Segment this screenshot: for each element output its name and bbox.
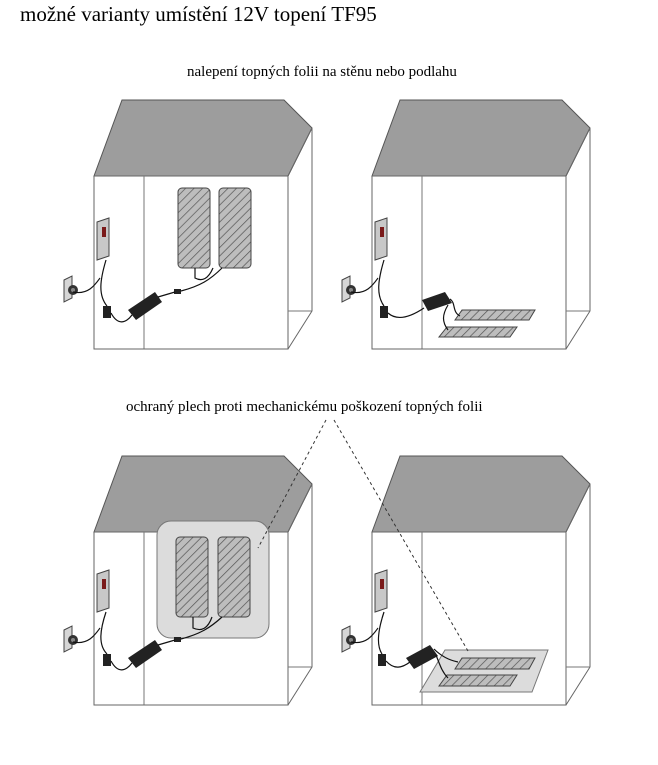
- wall-socket-icon: [341, 275, 357, 303]
- box-floor-with-plate: [341, 455, 591, 706]
- thermostat-icon: [96, 569, 110, 613]
- wall-socket-icon: [63, 275, 79, 303]
- protective-plate: [156, 520, 270, 639]
- box-wall-mounted: [63, 99, 313, 350]
- thermostat-icon: [374, 217, 388, 261]
- leader-lines: [257, 419, 469, 652]
- power-adapter-icon: [103, 637, 181, 668]
- caption-bottom: ochraný plech proti mechanickému poškoze…: [126, 399, 483, 415]
- box-floor-mounted: [341, 99, 591, 350]
- heating-foil-icon: [175, 536, 251, 618]
- heating-foil-icon: [438, 657, 536, 687]
- wall-socket-icon: [63, 625, 79, 653]
- box-wall-with-plate: [63, 455, 313, 706]
- power-adapter-icon: [378, 645, 438, 669]
- heating-foil-icon: [177, 187, 252, 269]
- thermostat-icon: [96, 217, 110, 261]
- thermostat-icon: [374, 569, 388, 613]
- power-adapter-icon: [380, 292, 452, 318]
- caption-top: nalepení topných folii na stěnu nebo pod…: [187, 64, 457, 80]
- page-title: možné varianty umístění 12V topení TF95: [20, 2, 377, 26]
- power-adapter-icon: [103, 289, 181, 320]
- heating-foil-icon: [437, 309, 536, 338]
- wall-socket-icon: [341, 625, 357, 653]
